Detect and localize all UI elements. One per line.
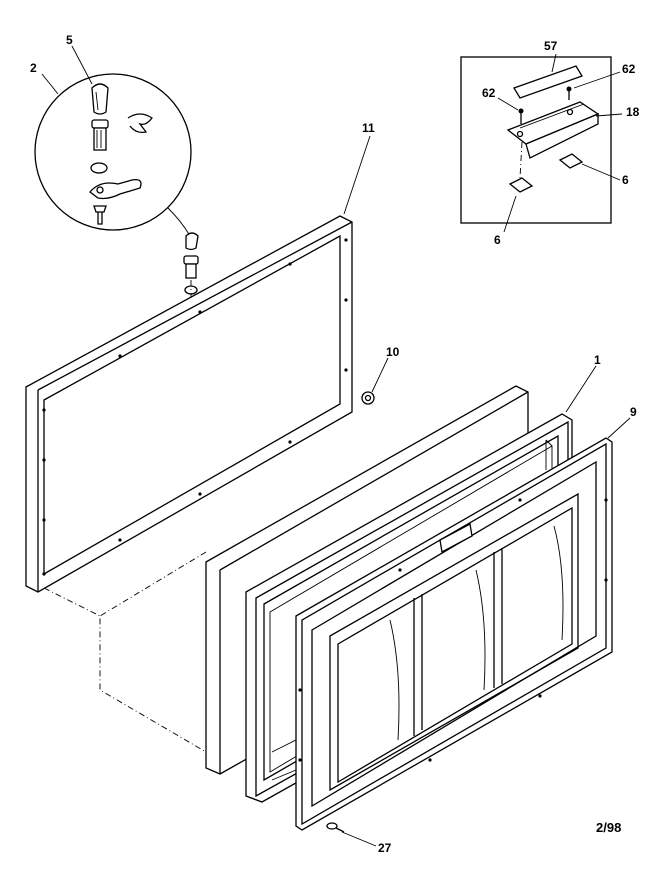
lock-bracket-inset: [460, 56, 612, 224]
label-part-6-right: 6: [622, 173, 629, 187]
part-11-liner-frame: [25, 215, 353, 593]
label-part-10: 10: [386, 345, 400, 359]
label-part-2: 2: [30, 61, 37, 75]
cabinet-outline: [43, 551, 207, 753]
part-9-outer-door: [295, 437, 613, 831]
part-10-grommet: [361, 391, 375, 405]
hinge-bushing: [91, 119, 109, 151]
part-18-bracket: [506, 101, 600, 159]
hinge-washer: [90, 162, 108, 174]
label-part-6-lower: 6: [494, 233, 501, 247]
part-57-strip: [513, 65, 583, 99]
label-part-11: 11: [362, 121, 375, 135]
clip-6-upper: [558, 153, 584, 169]
label-part-18: 18: [626, 105, 640, 119]
label-part-27: 27: [378, 841, 392, 855]
hinge-detail-circle: [34, 73, 192, 237]
hinge-screw: [93, 205, 107, 225]
hinge-pin-cap: [91, 83, 109, 115]
date-code: 2/98: [596, 820, 621, 835]
label-part-1: 1: [594, 353, 601, 367]
label-part-62-left: 62: [482, 86, 496, 100]
leader-lines: [41, 45, 631, 847]
hinge-clip: [127, 113, 153, 134]
part-27-screw: [326, 822, 345, 833]
hinge-lever-arm: [89, 179, 142, 200]
label-part-5: 5: [66, 33, 73, 47]
label-part-62-right: 62: [622, 62, 636, 76]
label-part-57: 57: [544, 39, 558, 53]
label-part-9: 9: [630, 405, 637, 419]
clip-6-lower: [508, 177, 534, 193]
